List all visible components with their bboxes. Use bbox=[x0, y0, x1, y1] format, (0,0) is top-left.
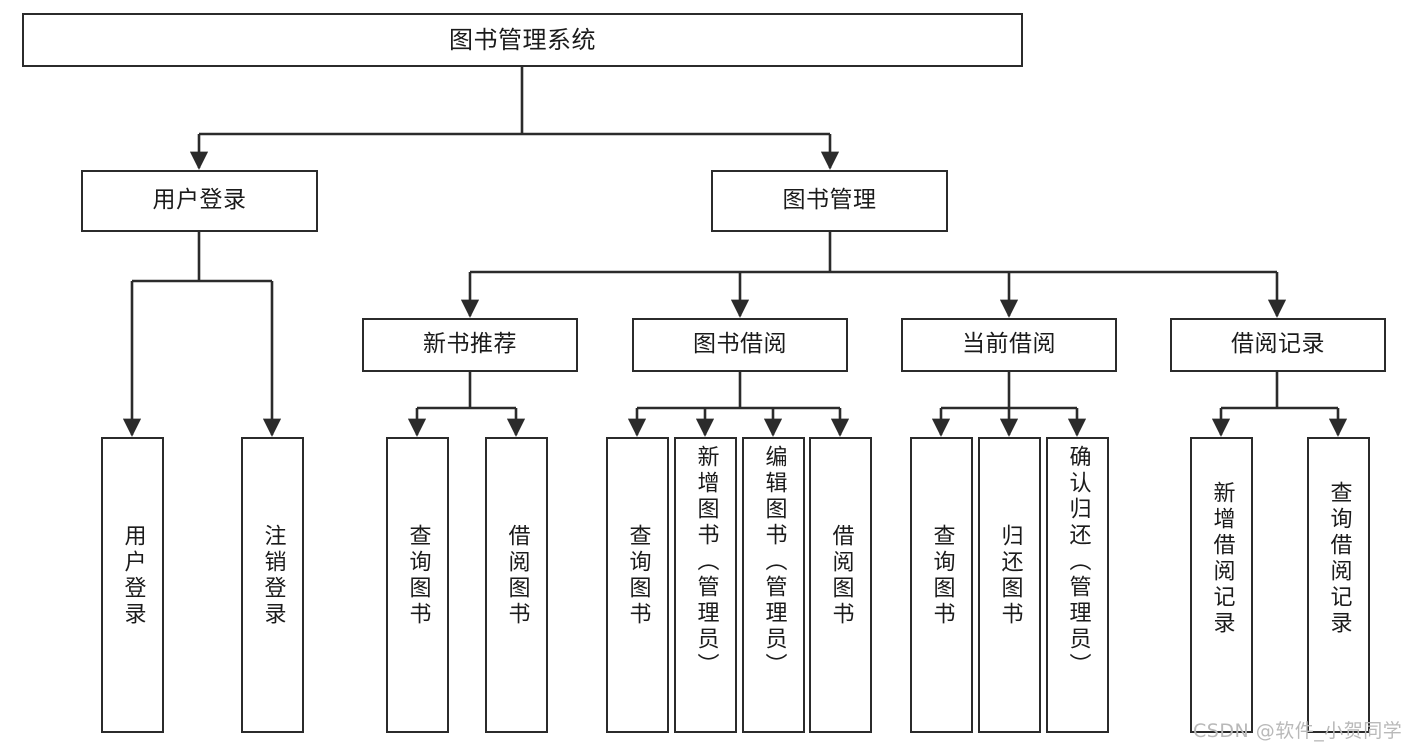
node-leaf-user-login-label: 用户登录 bbox=[120, 524, 146, 628]
node-user-login[interactable]: 用户登录 bbox=[81, 170, 318, 232]
node-leaf-logout-login[interactable]: 注销登录 bbox=[241, 437, 304, 733]
node-leaf-user-login[interactable]: 用户登录 bbox=[101, 437, 164, 733]
node-root-label: 图书管理系统 bbox=[449, 25, 596, 54]
node-leaf-borrow-book-1-label: 借阅图书 bbox=[504, 524, 530, 628]
watermark: CSDN @软件_小贺同学 bbox=[1193, 716, 1402, 743]
node-book-borrow[interactable]: 图书借阅 bbox=[632, 318, 848, 372]
node-leaf-add-book[interactable]: 新增图书（管理员） bbox=[674, 437, 737, 733]
node-book-borrow-label: 图书借阅 bbox=[693, 331, 787, 358]
node-leaf-query-book-3[interactable]: 查询图书 bbox=[910, 437, 973, 733]
node-leaf-return-book-label: 归还图书 bbox=[997, 524, 1023, 628]
node-borrow-record-label: 借阅记录 bbox=[1231, 331, 1325, 358]
node-leaf-query-book-1-label: 查询图书 bbox=[405, 524, 431, 628]
node-current-borrow-label: 当前借阅 bbox=[962, 331, 1056, 358]
node-book-management[interactable]: 图书管理 bbox=[711, 170, 948, 232]
node-leaf-confirm-return[interactable]: 确认归还（管理员） bbox=[1046, 437, 1109, 733]
node-leaf-query-book-2[interactable]: 查询图书 bbox=[606, 437, 669, 733]
node-user-login-label: 用户登录 bbox=[152, 187, 247, 214]
node-leaf-query-book-2-label: 查询图书 bbox=[625, 524, 651, 628]
node-leaf-return-book[interactable]: 归还图书 bbox=[978, 437, 1041, 733]
node-new-book-recommend-label: 新书推荐 bbox=[423, 331, 517, 358]
node-leaf-add-record[interactable]: 新增借阅记录 bbox=[1190, 437, 1253, 733]
node-leaf-borrow-book-1[interactable]: 借阅图书 bbox=[485, 437, 548, 733]
node-leaf-add-record-label: 新增借阅记录 bbox=[1209, 481, 1235, 637]
watermark-text: CSDN @软件_小贺同学 bbox=[1193, 720, 1403, 742]
node-leaf-query-book-1[interactable]: 查询图书 bbox=[386, 437, 449, 733]
node-root[interactable]: 图书管理系统 bbox=[22, 13, 1023, 67]
node-new-book-recommend[interactable]: 新书推荐 bbox=[362, 318, 578, 372]
node-leaf-query-book-3-label: 查询图书 bbox=[929, 524, 955, 628]
node-leaf-query-record-label: 查询借阅记录 bbox=[1326, 481, 1352, 637]
node-leaf-logout-login-label: 注销登录 bbox=[260, 524, 286, 628]
node-book-management-label: 图书管理 bbox=[782, 187, 877, 214]
node-leaf-add-book-label: 新增图书（管理员） bbox=[693, 445, 719, 679]
node-current-borrow[interactable]: 当前借阅 bbox=[901, 318, 1117, 372]
node-leaf-edit-book-label: 编辑图书（管理员） bbox=[761, 445, 787, 679]
node-leaf-query-record[interactable]: 查询借阅记录 bbox=[1307, 437, 1370, 733]
node-leaf-borrow-book-2[interactable]: 借阅图书 bbox=[809, 437, 872, 733]
node-leaf-confirm-return-label: 确认归还（管理员） bbox=[1065, 445, 1091, 679]
node-leaf-edit-book[interactable]: 编辑图书（管理员） bbox=[742, 437, 805, 733]
node-borrow-record[interactable]: 借阅记录 bbox=[1170, 318, 1386, 372]
node-leaf-borrow-book-2-label: 借阅图书 bbox=[828, 524, 854, 628]
